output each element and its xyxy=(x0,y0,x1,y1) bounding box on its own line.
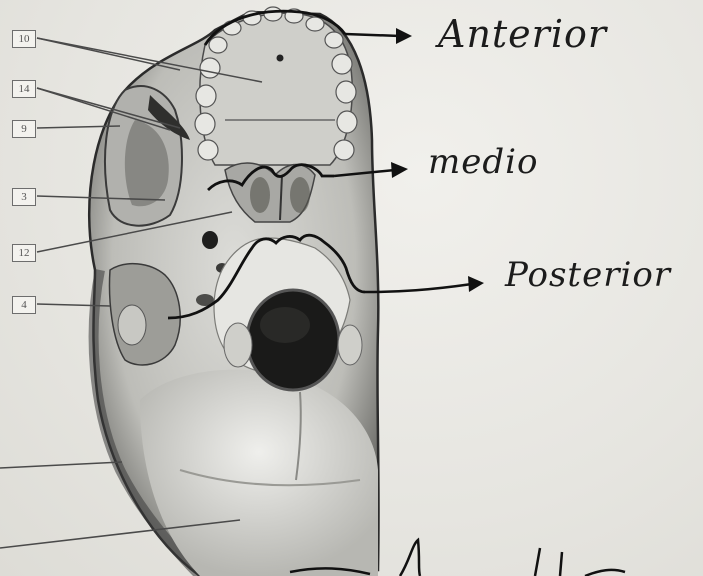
number-label-9: 9 xyxy=(12,120,36,138)
number-label-12: 12 xyxy=(12,244,36,262)
incisive-foramen xyxy=(277,55,284,62)
foramen-magnum-highlight xyxy=(260,307,310,343)
number-label-10: 10 xyxy=(12,30,36,48)
foramen-ovale xyxy=(202,231,218,249)
choana-left xyxy=(250,177,270,213)
handwritten-scribble-bottom-right xyxy=(535,548,625,576)
number-label-14: 14 xyxy=(12,80,36,98)
mastoid-process xyxy=(118,305,146,345)
label-posterior: Posterior xyxy=(505,255,671,295)
occipital-condyle-left xyxy=(224,323,252,367)
number-label-4: 4 xyxy=(12,296,36,314)
choana-right xyxy=(290,177,310,213)
arrow-anterior xyxy=(345,28,412,44)
label-anterior: Anterior xyxy=(438,12,607,56)
number-label-3: 3 xyxy=(12,188,36,206)
arrow-posterior xyxy=(365,276,484,292)
label-medio: medio xyxy=(428,142,538,182)
occipital-condyle-right xyxy=(338,325,362,365)
